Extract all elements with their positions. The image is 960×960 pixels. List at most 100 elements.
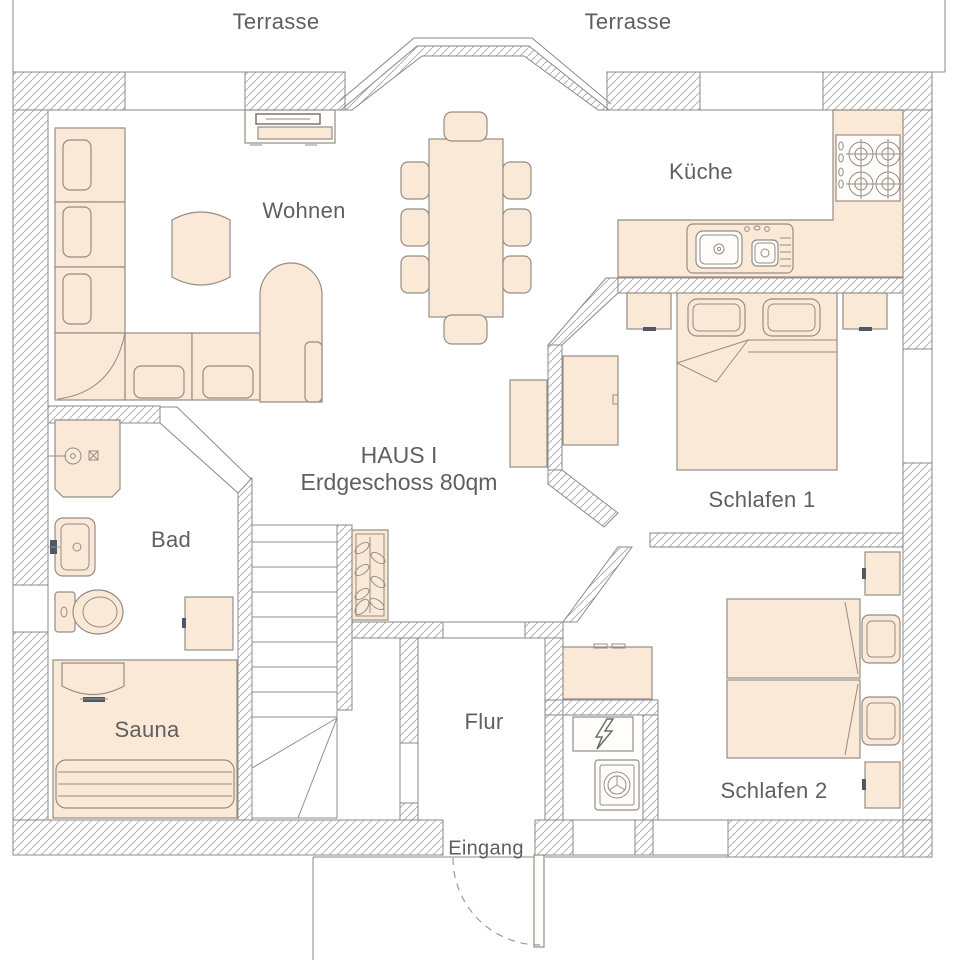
sofa-cushion — [62, 206, 92, 258]
hall-wall — [524, 621, 564, 639]
pillow-inner — [866, 702, 896, 740]
wall-segment — [606, 71, 701, 111]
window — [572, 819, 636, 856]
chair — [443, 111, 488, 142]
label-schlafen2: Schlafen 2 — [720, 778, 828, 803]
sofa — [54, 127, 261, 401]
label-schlafen1: Schlafen 1 — [708, 487, 816, 512]
dresser — [562, 643, 653, 700]
entrance-door — [452, 854, 545, 948]
chair — [502, 208, 532, 247]
label-terrasse-right: Terrasse — [584, 9, 672, 34]
label-eingang: Eingang — [448, 837, 524, 860]
wall-segment — [12, 109, 49, 586]
label-sauna: Sauna — [114, 717, 180, 742]
toilet-icon — [54, 589, 124, 635]
pillow-inner — [767, 303, 816, 332]
wardrobe — [562, 355, 619, 446]
bed-single-2 — [726, 679, 901, 759]
electrical-panel-icon — [572, 716, 634, 752]
armchair — [259, 262, 323, 403]
chair — [400, 255, 430, 294]
hall-wall — [399, 802, 419, 821]
shower-icon — [48, 419, 121, 498]
wall-segment — [244, 71, 346, 111]
pillow — [861, 696, 901, 746]
pillow-inner — [866, 620, 896, 658]
label-wohnen: Wohnen — [262, 198, 346, 223]
wall-segment — [12, 71, 126, 111]
bedroom-divider-wall — [649, 532, 904, 548]
chair — [400, 208, 430, 247]
pillow — [762, 298, 821, 337]
nightstand — [626, 292, 888, 331]
kitchen-wall — [617, 277, 904, 294]
blanket-fold — [675, 339, 837, 383]
chair — [502, 161, 532, 200]
wall-segment — [902, 109, 933, 350]
label-kueche: Küche — [669, 159, 733, 184]
window — [902, 348, 933, 464]
pillow-inner — [692, 303, 741, 332]
bedroom1-diagonal-wall — [547, 469, 619, 528]
plant-icon — [351, 529, 389, 621]
entrance-step-lines — [312, 856, 923, 960]
washbasin-icon — [48, 517, 96, 577]
label-bad: Bad — [150, 527, 192, 552]
sink-icon — [686, 223, 794, 274]
hall-wall — [399, 637, 419, 744]
tech-wall — [544, 699, 659, 716]
wall-segment — [534, 819, 574, 856]
page-subtitle: Erdgeschoss 80qm — [300, 469, 498, 495]
chair — [443, 314, 488, 345]
wall-segment — [902, 462, 933, 858]
label-terrasse-left: Terrasse — [232, 9, 320, 34]
sauna-heater-icon — [61, 662, 125, 702]
hall-doorway — [399, 742, 419, 804]
window — [652, 819, 729, 856]
plan-title-block: HAUS I Erdgeschoss 80qm — [301, 442, 498, 496]
page-title: HAUS I — [360, 442, 438, 468]
tech-wall — [642, 714, 659, 821]
stairs-icon — [251, 524, 338, 819]
bedroom1-wall — [547, 344, 563, 471]
tv-sideboard — [244, 109, 336, 146]
terrace-edge-lines — [12, 0, 946, 105]
bath-doorway — [159, 406, 252, 494]
sofa-cushion — [133, 365, 185, 399]
wall-segment — [12, 631, 49, 821]
wall-segment — [822, 71, 933, 111]
window — [124, 71, 246, 111]
hall-wall — [351, 621, 444, 639]
wall-segment — [12, 819, 444, 856]
wall-segment — [727, 819, 933, 858]
sofa-cushion — [62, 273, 92, 325]
wall-segment — [634, 819, 654, 856]
door-swing-icon — [452, 857, 541, 946]
coffee-table — [171, 211, 231, 286]
chair — [502, 255, 532, 294]
dining-chairs — [400, 111, 532, 345]
kitchen-diagonal-wall — [546, 277, 619, 346]
bedroom2-diagonal-wall — [562, 546, 633, 623]
chair — [400, 161, 430, 200]
label-flur: Flur — [464, 709, 504, 734]
hall-doorway — [442, 621, 526, 639]
stove-icon — [835, 134, 903, 202]
tech-wall — [544, 637, 564, 821]
walls — [12, 45, 933, 858]
sauna-room — [52, 659, 238, 819]
bath-cabinet — [182, 596, 234, 651]
washing-machine-icon — [594, 759, 640, 811]
stair-wall-right — [336, 524, 353, 711]
bed-double — [675, 292, 838, 471]
sauna-bench — [55, 759, 235, 809]
stair-wall-left — [237, 477, 253, 821]
pillow — [861, 614, 901, 664]
sofa-cushion — [62, 139, 92, 191]
dining-table — [428, 138, 504, 318]
window — [12, 584, 49, 633]
sofa-cushion — [202, 365, 254, 399]
